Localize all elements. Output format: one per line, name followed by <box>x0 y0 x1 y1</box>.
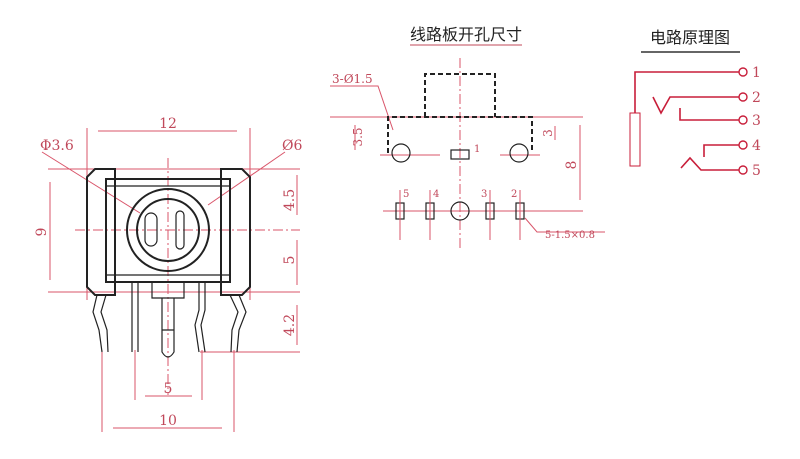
terminal-label-2: 2 <box>752 90 761 106</box>
dim-outer-pitch-label: 10 <box>159 413 177 429</box>
footprint-body-outline <box>387 116 533 153</box>
front-view: 12 Φ3.6 Ø6 9 4.5 5 4.2 5 10 <box>34 116 302 432</box>
dim-inner-pitch-label: 5 <box>164 381 173 397</box>
dim-lower-label: 5 <box>282 256 298 265</box>
pin-slot-1 <box>450 149 470 160</box>
dim-knob-label: Ø6 <box>282 138 302 154</box>
body <box>105 178 231 283</box>
contact-4 <box>703 144 739 157</box>
contact-3 <box>679 108 739 121</box>
contact-5 <box>680 156 739 171</box>
right-bracket <box>220 168 251 296</box>
pin-label-5: 5 <box>403 189 409 200</box>
pin-label-4: 4 <box>433 189 439 200</box>
wiper-line-1 <box>634 71 739 113</box>
terminal-5-icon <box>738 165 748 175</box>
mount-hole-left <box>391 143 411 163</box>
terminal-label-4: 4 <box>752 138 761 154</box>
contact-2 <box>652 96 739 115</box>
terminal-label-1: 1 <box>752 65 761 81</box>
knob-inner <box>136 198 200 262</box>
terminal-label-3: 3 <box>752 113 761 129</box>
dim-upper-label: 4.5 <box>282 189 298 211</box>
pin-label-2: 2 <box>511 189 517 200</box>
pin-outer-right <box>229 294 247 353</box>
terminal-4-icon <box>738 140 748 150</box>
slot-note: 5-1.5×0.8 <box>545 230 595 241</box>
pin-outer-left <box>92 294 109 353</box>
pin-left <box>131 282 139 352</box>
left-bracket <box>86 168 116 296</box>
pin-right <box>194 282 206 353</box>
dim-height-label: 9 <box>34 228 50 237</box>
dim-width-label: 12 <box>159 116 177 132</box>
mount-hole-right <box>509 143 529 163</box>
schematic-title: 电路原理图 <box>650 28 730 47</box>
dim-row-spacing-label: 8 <box>564 161 580 170</box>
pin-label-3: 3 <box>481 189 487 200</box>
terminal-2-icon <box>738 92 748 102</box>
dim-right-offset-label: 3 <box>541 129 555 137</box>
mount-hole-center <box>450 201 470 221</box>
dim-shaft-label: Φ3.6 <box>40 138 74 154</box>
knob-outer <box>126 188 210 272</box>
leader-shaft <box>41 151 141 214</box>
terminal-3-icon <box>738 115 748 125</box>
pin-label-1: 1 <box>474 144 480 155</box>
hole-note: 3-Ø1.5 <box>332 72 373 86</box>
pcb-layout: 线路板开孔尺寸 1 5 4 3 2 3-Ø1.5 3.5 3 8 5-1.5×0… <box>330 25 605 250</box>
dim-hole-offset-label: 3.5 <box>351 127 365 146</box>
slider-element <box>629 112 641 167</box>
pcb-title: 线路板开孔尺寸 <box>410 25 522 44</box>
terminal-1-icon <box>738 67 748 77</box>
pin-center <box>161 298 175 358</box>
schematic: 电路原理图 1 2 3 4 5 <box>629 28 761 179</box>
terminal-label-5: 5 <box>752 163 761 179</box>
dim-pin-length-label: 4.2 <box>282 314 298 336</box>
